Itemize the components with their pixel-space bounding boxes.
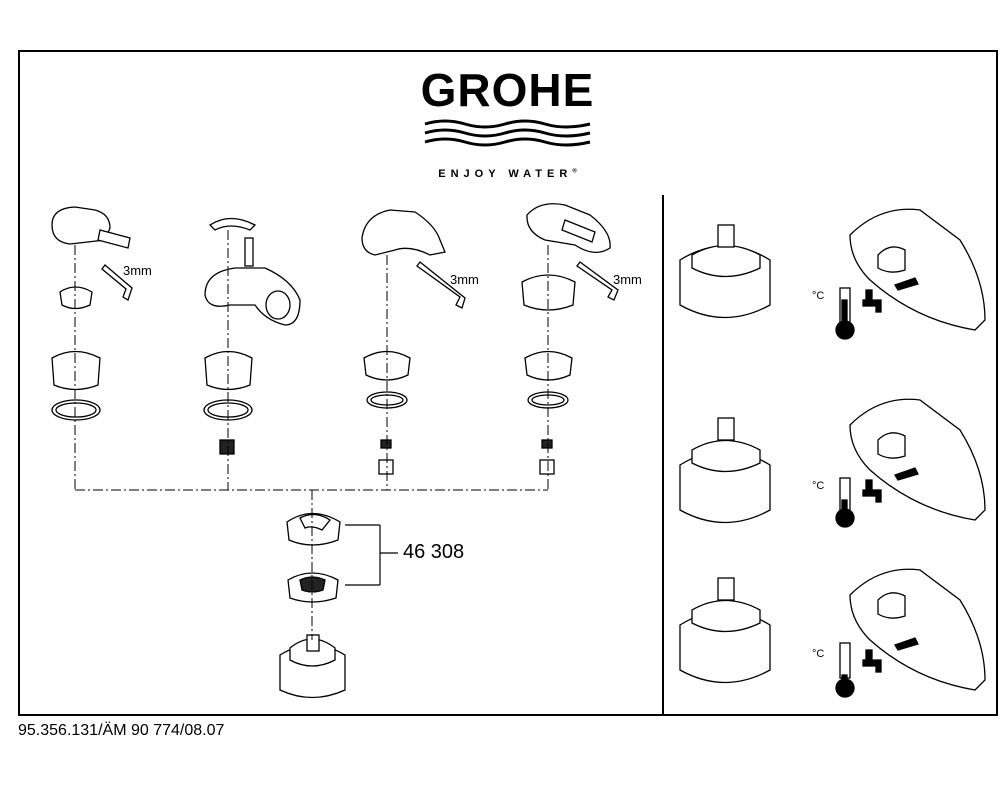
drawing-frame xyxy=(18,50,998,716)
adapter-2-icon xyxy=(219,439,235,455)
part-number: 46 308 xyxy=(403,541,465,563)
thermometer-medium-icon xyxy=(835,477,855,528)
temperature-unit-label: °C xyxy=(812,648,825,660)
cover-cap-2-icon xyxy=(208,217,257,231)
hex-key-4-icon xyxy=(576,261,619,301)
adapter-ring-icon xyxy=(287,572,339,603)
sleeve-4-icon xyxy=(521,274,576,311)
adapter-4-icon xyxy=(539,459,555,475)
lever-handle-3-icon xyxy=(361,209,446,256)
screw-4-icon xyxy=(541,439,553,449)
tap-icon xyxy=(862,649,882,673)
tap-icon xyxy=(862,289,882,313)
adapter-3-icon xyxy=(378,459,394,475)
tap-icon xyxy=(862,479,882,503)
cartridge-step-1-icon xyxy=(679,224,771,319)
hex-key-size-label: 3mm xyxy=(613,272,642,287)
hex-key-size-label: 3mm xyxy=(123,263,152,278)
limiter-detail-step-2-icon xyxy=(849,398,986,521)
lever-handle-4-icon xyxy=(526,203,611,253)
document-code: 95.356.131/ÄM 90 774/08.07 xyxy=(18,722,225,739)
hex-key-3-icon xyxy=(416,261,466,309)
lever-adapter-1-icon xyxy=(59,286,93,310)
thermometer-low-icon xyxy=(835,642,855,698)
brand-tagline: ENJOY WATER® xyxy=(438,168,577,180)
hex-key-1-icon xyxy=(101,264,133,301)
cartridge-icon xyxy=(279,634,346,699)
limiter-detail-step-3-icon xyxy=(849,568,986,691)
temperature-limiter-ring-icon xyxy=(286,512,341,546)
part-number-bracket xyxy=(345,524,398,586)
temperature-unit-label: °C xyxy=(812,290,825,302)
brand-logo: GROHE xyxy=(420,64,595,116)
cartridge-step-2-icon xyxy=(679,417,771,524)
set-screw-2-icon xyxy=(244,237,254,267)
assembly-lines xyxy=(74,230,549,640)
temperature-unit-label: °C xyxy=(812,480,825,492)
limiter-detail-step-1-icon xyxy=(849,208,986,331)
screw-3-icon xyxy=(380,439,392,449)
lever-handle-2-icon xyxy=(204,267,301,326)
wave-logo-icon xyxy=(424,119,591,147)
hex-key-size-label: 3mm xyxy=(450,272,479,287)
cap-4-icon xyxy=(524,350,573,381)
lever-handle-1-icon xyxy=(51,206,131,249)
thermometer-hot-icon xyxy=(835,287,855,340)
cartridge-step-3-icon xyxy=(679,577,771,684)
cap-1-icon xyxy=(51,350,101,391)
panel-divider xyxy=(662,195,664,715)
